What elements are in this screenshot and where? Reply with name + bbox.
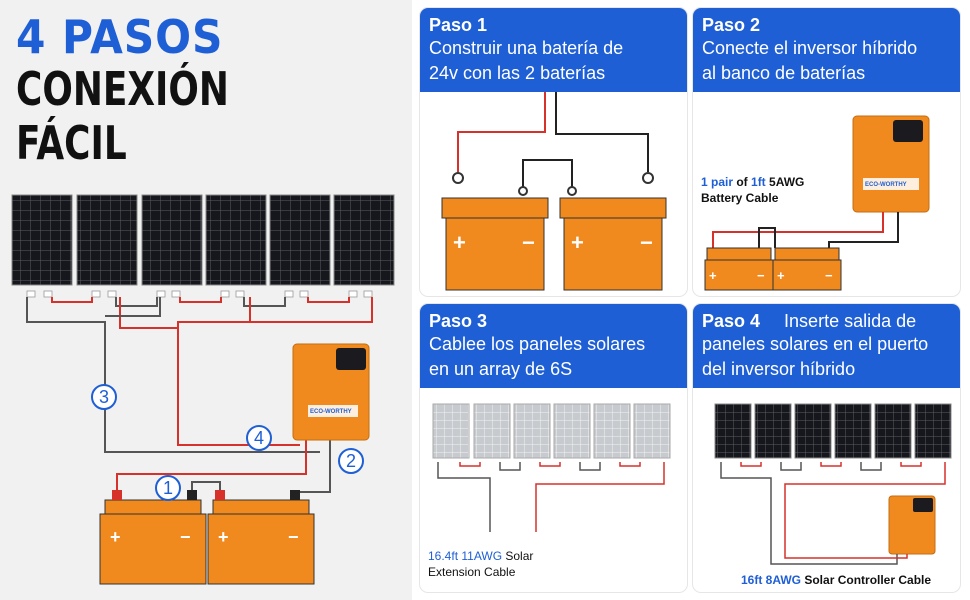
solar-panel (513, 403, 551, 459)
step-2-card: Paso 2 Conecte el inversor híbrido al ba… (693, 8, 960, 296)
svg-text:−: − (288, 527, 299, 547)
solar-panel (432, 403, 470, 459)
step-2-label: Paso 2 (702, 15, 761, 35)
solar-panel (794, 403, 832, 459)
step-number-1: 1 (163, 478, 173, 498)
step-3-label: Paso 3 (429, 311, 488, 331)
step-3-caption: 16.4ft 11AWG Solar Extension Cable (428, 549, 534, 579)
battery: + − (704, 247, 774, 291)
svg-text:+: + (709, 268, 717, 283)
solar-panel (141, 194, 203, 286)
overview-diagram: ECO-WORTHY + − + − 1 (11, 194, 395, 585)
step-1-card: Paso 1 Construir una batería de 24v con … (420, 8, 687, 296)
svg-text:+: + (110, 527, 121, 547)
battery: + − (441, 197, 549, 291)
step-number-4: 4 (254, 428, 264, 448)
svg-text:+: + (453, 230, 466, 255)
step-1-label: Paso 1 (429, 15, 488, 35)
step-1-header: Paso 1 Construir una batería de 24v con … (420, 8, 687, 92)
solar-panel (76, 194, 138, 286)
inverter-brand: ECO-WORTHY (865, 182, 907, 188)
solar-panel (473, 403, 511, 459)
svg-text:+: + (571, 230, 584, 255)
solar-panel (333, 194, 395, 286)
solar-panel (593, 403, 631, 459)
svg-text:+: + (218, 527, 229, 547)
battery: + − (207, 499, 315, 585)
svg-text:−: − (757, 268, 765, 283)
title-line-2: CONEXIÓN FÁCIL (16, 62, 229, 170)
step-4-text-inline: Inserte salida de (784, 311, 917, 331)
solar-panel (11, 194, 73, 286)
step-4-card: Paso 4 Inserte salida de paneles solares … (693, 304, 960, 592)
overview-panel: 4 PASOS CONEXIÓN FÁCIL (0, 0, 412, 600)
step-2-header: Paso 2 Conecte el inversor híbrido al ba… (693, 8, 960, 92)
step-1-diagram: + − + − (441, 92, 667, 291)
battery: + − (559, 197, 667, 291)
step-3-diagram (432, 403, 671, 532)
svg-text:+: + (777, 268, 785, 283)
step-number-3: 3 (99, 387, 109, 407)
step-3-text-line1: Cablee los paneles solares (429, 334, 646, 354)
step-4-diagram (714, 403, 952, 565)
step-1-text-line1: Construir una batería de (429, 38, 624, 58)
solar-panel (834, 403, 872, 459)
step-4-text-line1: paneles solares en el puerto (702, 334, 929, 354)
battery: + − (772, 247, 842, 291)
step-number-2: 2 (346, 451, 356, 471)
solar-panel (914, 403, 952, 459)
solar-panel (553, 403, 591, 459)
step-4-label: Paso 4 (702, 311, 761, 331)
solar-panel (714, 403, 752, 459)
step-2-text-line2: al banco de baterías (702, 63, 866, 83)
step-3-card: Paso 3 Cablee los paneles solares en un … (420, 304, 687, 592)
step-2-caption: 1 pair of 1ft 5AWG Battery Cable (701, 175, 805, 205)
title-line-1: 4 PASOS (16, 10, 224, 64)
step-1-text-line2: 24v con las 2 baterías (429, 63, 606, 83)
solar-panel (205, 194, 267, 286)
battery: + − (99, 499, 207, 585)
step-3-text-line2: en un array de 6S (429, 359, 573, 379)
step-4-text-line2: del inversor híbrido (702, 359, 856, 379)
svg-text:−: − (825, 268, 833, 283)
step-2-diagram: ECO-WORTHY + − + − (704, 115, 930, 291)
solar-panel (874, 403, 912, 459)
svg-text:−: − (522, 230, 535, 255)
step-4-header: Paso 4 Inserte salida de paneles solares … (693, 304, 960, 388)
step-3-header: Paso 3 Cablee los paneles solares en un … (420, 304, 687, 388)
svg-text:−: − (640, 230, 653, 255)
step-4-caption: 16ft 8AWG Solar Controller Cable (741, 573, 932, 587)
step-2-text-line1: Conecte el inversor híbrido (702, 38, 918, 58)
svg-text:−: − (180, 527, 191, 547)
solar-panel (633, 403, 671, 459)
solar-panel (269, 194, 331, 286)
solar-panel (754, 403, 792, 459)
inverter-brand: ECO-WORTHY (310, 409, 352, 415)
